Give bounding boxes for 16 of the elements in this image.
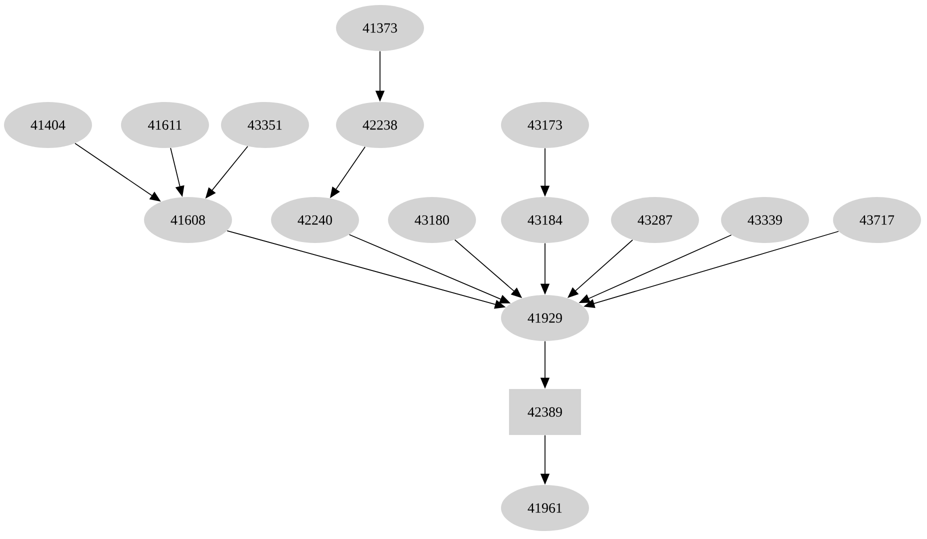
ellipse-node: 43717 xyxy=(833,197,921,243)
ellipse-node: 43287 xyxy=(611,197,699,243)
ellipse-node: 41929 xyxy=(501,295,589,341)
ellipse-node: 41608 xyxy=(144,197,232,243)
ellipse-node: 43339 xyxy=(721,197,809,243)
ellipse-node: 43184 xyxy=(501,197,589,243)
ellipse-node: 41404 xyxy=(4,102,92,148)
ellipse-node: 42238 xyxy=(336,102,424,148)
ellipse-node: 43351 xyxy=(221,102,309,148)
ellipse-node: 42240 xyxy=(271,197,359,243)
ellipse-node: 43173 xyxy=(501,102,589,148)
ellipse-node: 43180 xyxy=(388,197,476,243)
ellipse-node: 41611 xyxy=(121,102,209,148)
ellipse-node: 41373 xyxy=(336,5,424,51)
process-box: 42389 xyxy=(509,389,581,435)
ellipse-node: 41961 xyxy=(501,485,589,531)
